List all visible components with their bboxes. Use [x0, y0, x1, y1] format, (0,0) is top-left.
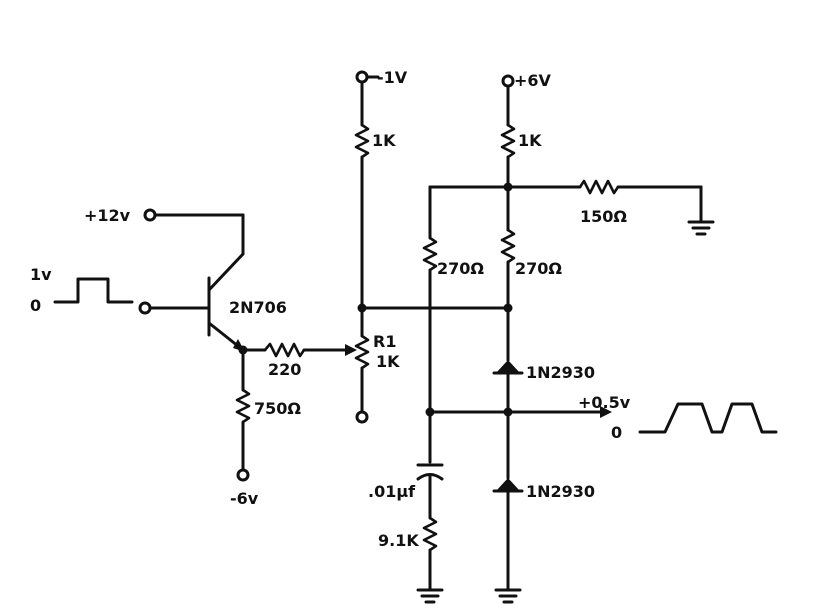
label-r-750: 750Ω: [254, 399, 301, 418]
label-r-150: 150Ω: [580, 207, 627, 226]
resistor-icon: [235, 388, 251, 424]
label-r-220: 220: [268, 360, 301, 379]
diode-icon: [492, 360, 524, 375]
resistor-icon: [354, 123, 370, 159]
label-in-low: 0: [30, 296, 41, 315]
ground-icon: [416, 588, 444, 604]
emitter-branch: [235, 342, 357, 482]
top-bus: [428, 179, 715, 236]
cap-branch: [416, 463, 444, 604]
resistor-icon: [354, 334, 370, 370]
resistor-icon: [422, 516, 438, 552]
terminal-icon: [355, 410, 369, 424]
label-r-270-left: 270Ω: [437, 259, 484, 278]
label-out-high: +0.5v: [578, 393, 631, 412]
left-270-column: [422, 185, 438, 464]
ground-icon: [494, 588, 522, 604]
resistor-icon: [500, 228, 516, 264]
mid-link: [357, 303, 612, 418]
resistor-icon: [422, 236, 438, 272]
label-cap: .01µf: [368, 482, 416, 501]
resistor-icon: [578, 179, 620, 195]
terminal-icon: [236, 468, 250, 482]
label-supply-plus6: +6V: [514, 71, 552, 90]
input-square-wave-icon: [53, 277, 134, 304]
label-r-top-left: 1K: [372, 131, 396, 150]
label-supply-minus6: -6v: [230, 489, 259, 508]
supply-minus1-branch: [354, 70, 380, 338]
right-270-column: [492, 228, 524, 604]
label-r-top-right: 1K: [518, 131, 542, 150]
label-diode-bottom: 1N2930: [526, 482, 595, 501]
label-supply-minus1: -1V: [377, 68, 408, 87]
terminal-icon: [138, 301, 152, 315]
label-supply-plus12: +12v: [84, 206, 131, 225]
output-square-wave-icon: [638, 402, 778, 434]
label-transistor: 2N706: [229, 298, 287, 317]
supply-plus6-branch: [500, 74, 516, 232]
resistor-icon: [500, 123, 516, 159]
label-pot-value: 1K: [376, 352, 400, 371]
npn-transistor-icon: [148, 213, 245, 352]
ground-icon: [687, 220, 715, 236]
label-in-high: 1v: [30, 265, 52, 284]
resistor-icon: [264, 342, 306, 358]
diode-icon: [492, 478, 524, 493]
label-out-low: 0: [611, 423, 622, 442]
label-pot-name: R1: [373, 332, 396, 351]
label-r-91k: 9.1K: [378, 531, 419, 550]
supply-plus12-branch: [143, 208, 245, 222]
potentiometer-r1: [354, 334, 370, 424]
label-diode-top: 1N2930: [526, 363, 595, 382]
label-r-270-right: 270Ω: [515, 259, 562, 278]
